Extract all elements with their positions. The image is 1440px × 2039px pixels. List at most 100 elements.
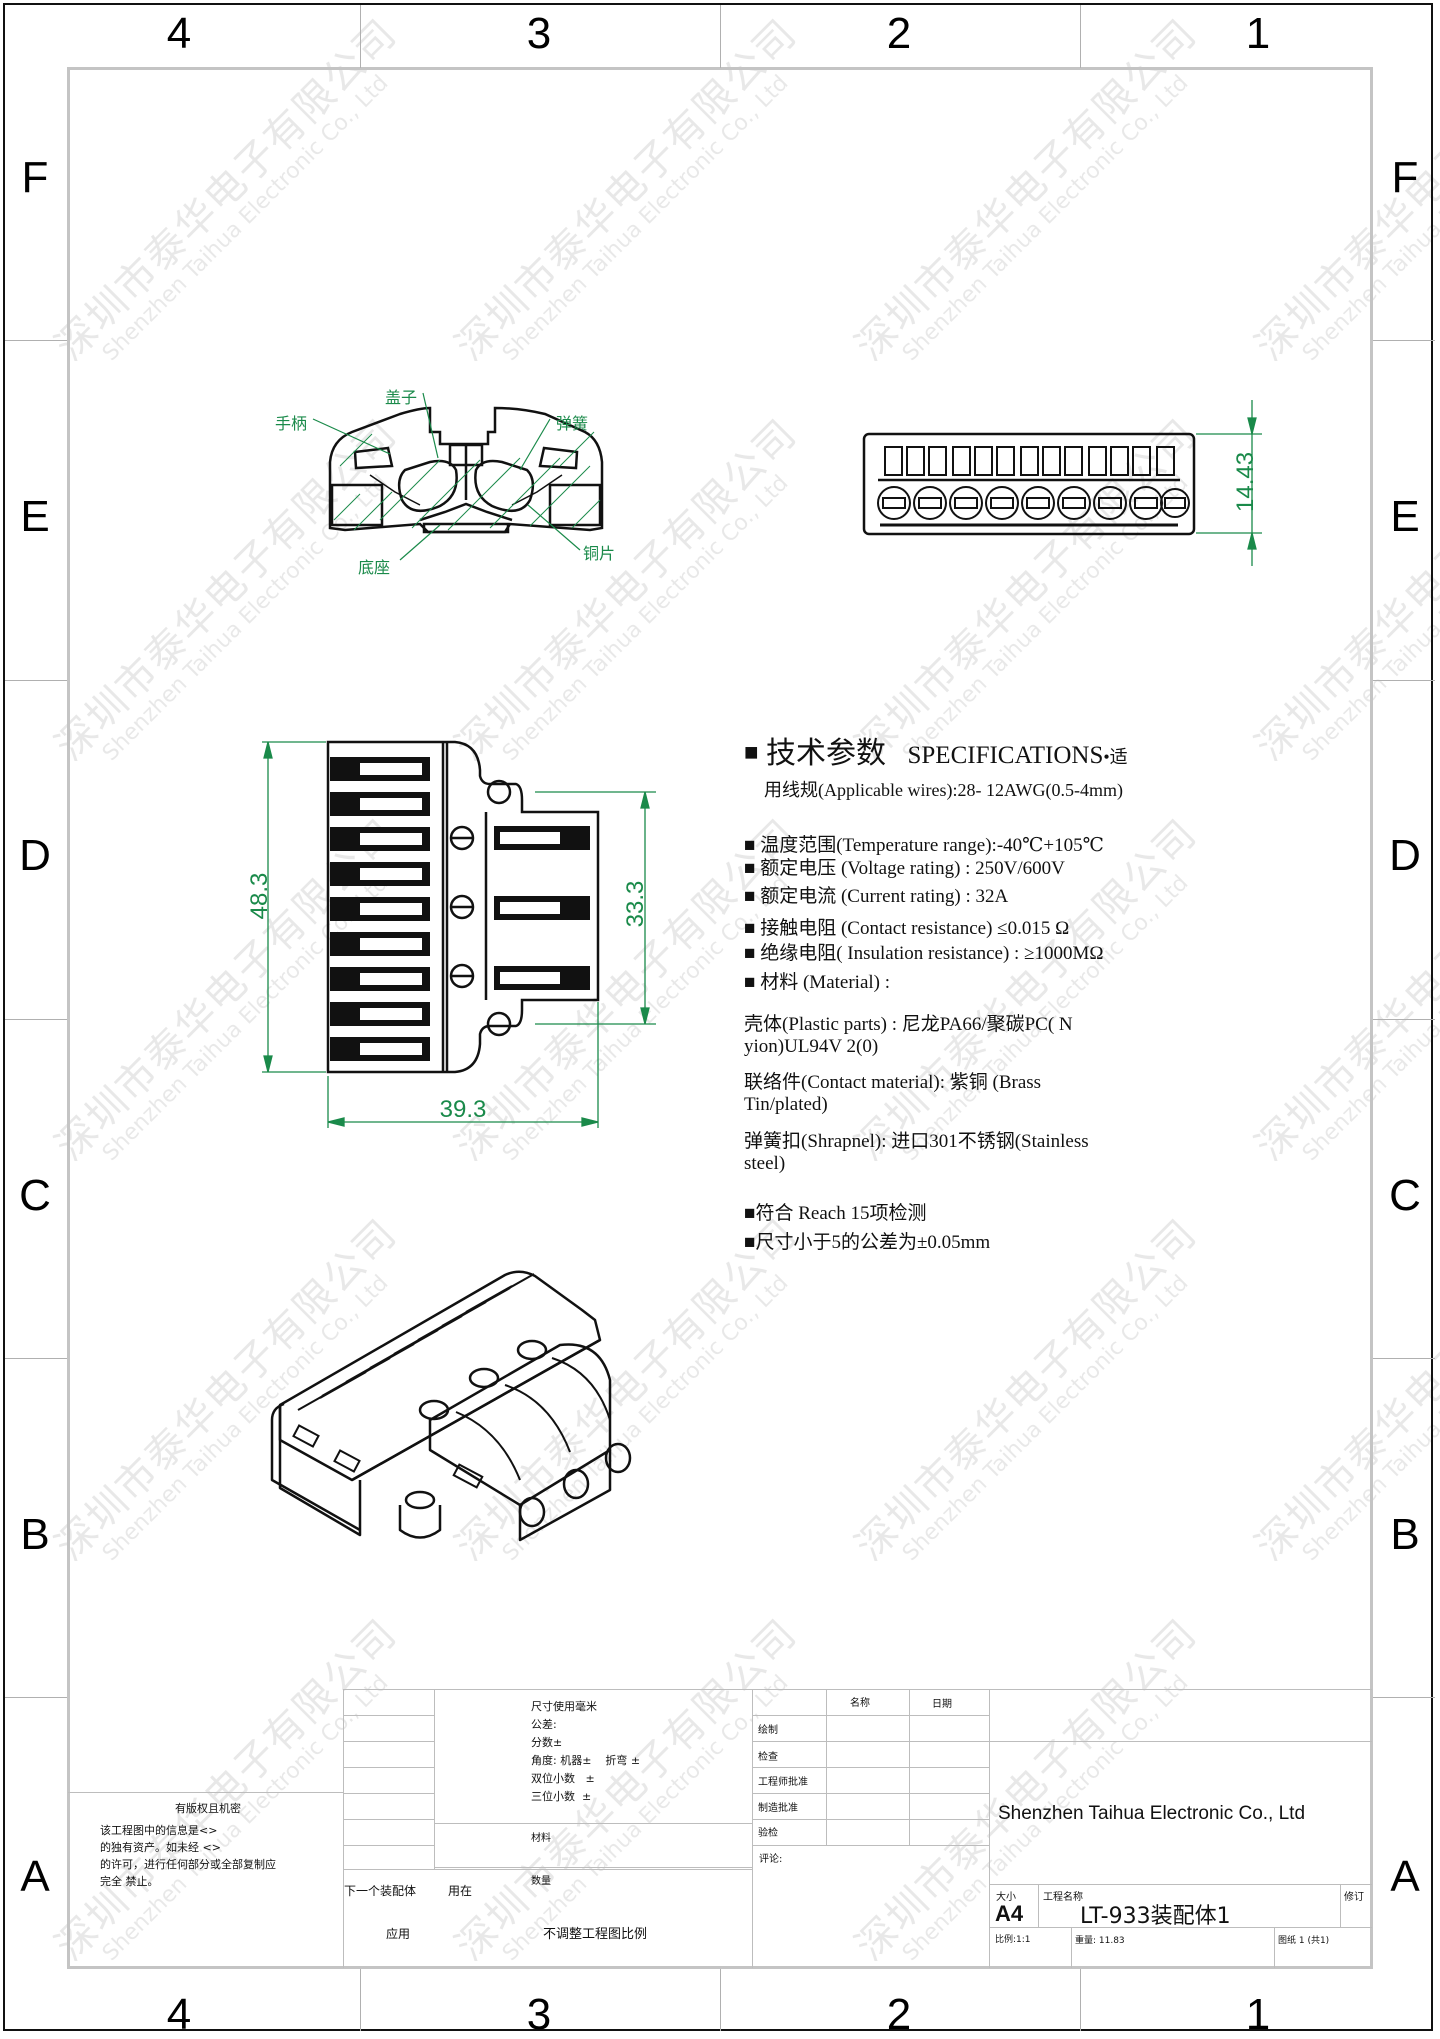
zone-row-label: C (1389, 1171, 1421, 1220)
spec-title-suffix: •适 (1103, 747, 1128, 767)
spec-item: ■ 绝缘电阻( Insulation resistance) : ≥1000MΩ (744, 943, 1104, 964)
bullet-icon: ■ (744, 835, 761, 856)
zone-divider (360, 5, 361, 68)
zone-column-label: 1 (1245, 1990, 1271, 2039)
grid-line (989, 1927, 1372, 1928)
comments-label: 评论: (759, 1854, 783, 1865)
no-scale-note: 不调整工程图比例 (543, 1927, 648, 1942)
zone-row-label: F (21, 153, 49, 202)
zone-row-label: D (19, 831, 51, 880)
drawing-name-label: 工程名称 (1043, 1892, 1083, 1903)
zone-row-label: D (1389, 831, 1421, 880)
confidential-text: 的许可，进行任何部分或全部复制应 (100, 1858, 276, 1871)
role-inspection: 验检 (758, 1828, 778, 1839)
zone-row-label: C (19, 1171, 51, 1220)
grid-line (434, 1823, 752, 1824)
zone-divider (1373, 1019, 1435, 1020)
grid-line (1071, 1927, 1072, 1968)
confidential-text: 该工程图中的信息是<> (100, 1824, 218, 1837)
bullet-icon: ■ (744, 943, 761, 964)
zone-column-label: 4 (166, 1990, 192, 2039)
bullet-icon: ■ (744, 740, 759, 766)
role-manufacturing-approval: 制造批准 (758, 1803, 798, 1814)
spec-item: ■ 材料 (Material) : (744, 972, 891, 993)
zone-divider (5, 340, 67, 341)
grid-line (434, 1867, 752, 1868)
drawing-name: LT-933装配体1 (1080, 1904, 1231, 1929)
note-line: ■符合 Reach 15项检测 (744, 1203, 927, 1224)
material-line: 联络件(Contact material): 紫铜 (Brass (744, 1072, 1042, 1093)
zone-divider (1373, 1358, 1435, 1359)
zone-divider (720, 1969, 721, 2031)
confidential-text: 完全 禁止。 (100, 1875, 159, 1888)
spec-title: ■ 技术参数 SPECIFICATIONS•适 (744, 728, 1128, 772)
spec-item: ■ 额定电流 (Current rating) : 32A (744, 886, 1009, 907)
zone-divider (360, 1969, 361, 2031)
spec-item: ■ 接触电阻 (Contact resistance) ≤0.015 Ω (744, 918, 1070, 939)
zone-column-label: 3 (526, 9, 552, 58)
label-copper: 铜片 (583, 544, 616, 563)
role-engineer-approval: 工程师批准 (758, 1777, 808, 1788)
zone-divider (5, 1019, 67, 1020)
zone-divider (1373, 340, 1435, 341)
label-spring: 弹簧 (556, 414, 589, 433)
zone-divider (1373, 1697, 1435, 1698)
zone-row-label: A (1390, 1852, 1420, 1901)
grid-line (343, 1715, 434, 1716)
next-assembly-label: 下一个装配体 (344, 1884, 417, 1898)
header-name: 名称 (850, 1698, 870, 1709)
tolerance-line: 三位小数 ± (531, 1790, 592, 1803)
grid-line (989, 1689, 990, 1968)
role-drawn: 绘制 (758, 1725, 778, 1736)
zone-divider (720, 5, 721, 68)
confidential-title: 有版权且机密 (175, 1802, 241, 1815)
zone-column-label: 2 (886, 1990, 912, 2039)
grid-line (343, 1689, 344, 1968)
grid-line (752, 1715, 989, 1716)
spec-title-cn: 技术参数 (766, 736, 886, 771)
zone-row-label: E (20, 492, 50, 541)
tolerance-line: 尺寸使用毫米 (531, 1700, 597, 1713)
zone-row-label: E (1390, 492, 1420, 541)
grid-line (434, 1715, 435, 1716)
zone-divider (1373, 680, 1435, 681)
quantity-label: 数量 (531, 1876, 551, 1887)
spec-item: ■ 温度范围(Temperature range):-40℃+105℃ (744, 835, 1104, 856)
spec-wires: 用线规(Applicable wires):28- 12AWG(0.5-4mm) (764, 780, 1123, 800)
grid-line (1274, 1927, 1275, 1968)
company-name: Shenzhen Taihua Electronic Co., Ltd (998, 1803, 1306, 1824)
zone-divider (5, 1358, 67, 1359)
size-value: A4 (995, 1901, 1024, 1926)
spec-item: ■ 额定电压 (Voltage rating) : 250V/600V (744, 858, 1065, 879)
grid-line (752, 1767, 989, 1768)
zone-row-label: A (20, 1852, 50, 1901)
material-line: 壳体(Plastic parts) : 尼龙PA66/聚碳PC( N (744, 1014, 1073, 1035)
header-date: 日期 (932, 1699, 952, 1710)
title-block-border (343, 1689, 1372, 1690)
bullet-icon: ■ (744, 886, 761, 907)
drawing-frame (67, 67, 1373, 1969)
grid-line (752, 1741, 989, 1742)
zone-divider (5, 1697, 67, 1698)
bullet-icon: ■ (744, 918, 761, 939)
weight-value: 重量: 11.83 (1075, 1936, 1125, 1946)
spec-title-en: SPECIFICATIONS (907, 742, 1104, 769)
title-block-border (68, 1792, 343, 1793)
grid-line (752, 1845, 989, 1846)
drawing-border (3, 3, 1433, 2031)
note-line: ■尺寸小于5的公差为±0.05mm (744, 1232, 991, 1253)
label-cover: 盖子 (385, 388, 418, 407)
confidential-text: 的独有资产。如未经 <> (100, 1841, 221, 1854)
scale-value: 比例:1:1 (995, 1935, 1031, 1945)
material-label: 材料 (531, 1833, 551, 1844)
zone-column-label: 3 (526, 1990, 552, 2039)
material-line: Tin/plated) (744, 1094, 828, 1115)
zone-column-label: 4 (166, 9, 192, 58)
label-handle: 手柄 (275, 414, 308, 433)
grid-line (343, 1715, 434, 1716)
grid-line (752, 1793, 989, 1794)
